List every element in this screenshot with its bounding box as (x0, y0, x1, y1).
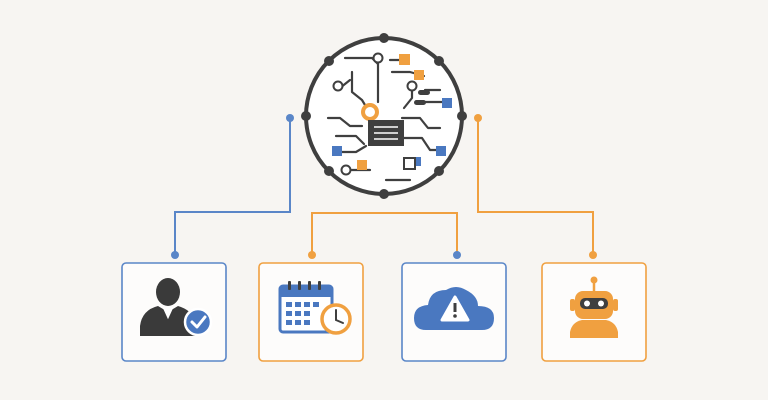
card-calendar-clock (258, 262, 364, 362)
connector-dot (308, 251, 316, 259)
card-robot (541, 262, 647, 362)
robot-icon (570, 276, 618, 338)
connector-dot (589, 251, 597, 259)
connector-dot (286, 114, 294, 122)
connector-hub-to-user (174, 118, 291, 255)
calendar-clock-icon (278, 281, 352, 335)
user-approved-icon (140, 278, 213, 337)
connectors (171, 114, 597, 259)
card-user-approved (121, 262, 227, 362)
connector-dot (474, 114, 482, 122)
connector-calendar-to-cloud (311, 212, 458, 255)
connector-dot (453, 251, 461, 259)
cloud-warning-icon (414, 287, 494, 330)
card-cloud-warning (401, 262, 507, 362)
circuit-board-icon (301, 33, 467, 199)
connector-hub-to-robot (477, 118, 594, 255)
connector-dot (171, 251, 179, 259)
